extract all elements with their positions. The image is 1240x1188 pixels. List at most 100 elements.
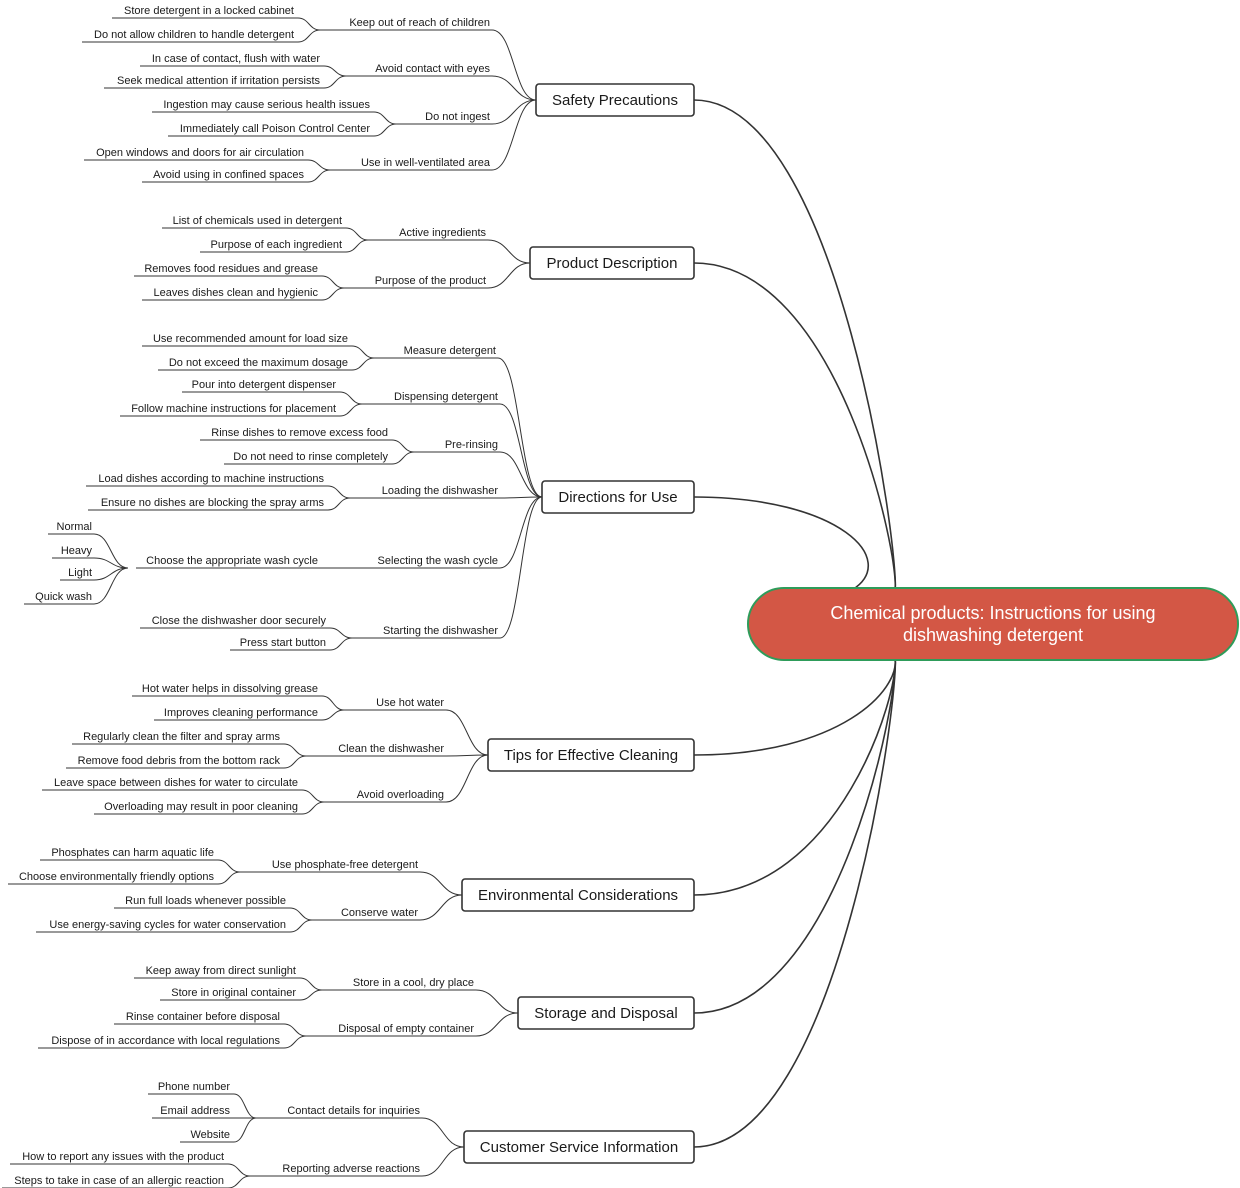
leaf-item: Leave space between dishes for water to … (54, 777, 298, 789)
topic-label: Contact details for inquiries (287, 1105, 420, 1117)
leaf-item: Choose environmentally friendly options (19, 871, 215, 883)
topic-connector (491, 99, 537, 171)
branch-node-environmental-considerations[interactable] (461, 878, 695, 912)
leaf-item: Close the dishwasher door securely (152, 615, 327, 627)
leaf-item: Avoid using in confined spaces (153, 169, 304, 181)
branch-connector (693, 657, 897, 1014)
branch-label: Directions for Use (558, 489, 677, 506)
leaf-item: Choose the appropriate wash cycle (146, 555, 318, 567)
topic-label: Disposal of empty container (338, 1023, 474, 1035)
item-connector (301, 789, 325, 803)
topic-label: Avoid contact with eyes (375, 63, 490, 75)
branch-node-customer-service-information[interactable] (463, 1130, 695, 1164)
leaf-item: Pour into detergent dispenser (192, 379, 337, 391)
leaf-item: Purpose of each ingredient (211, 239, 342, 251)
root-title-line-2: dishwashing detergent (903, 625, 1083, 645)
item-connector (297, 29, 321, 43)
item-connector (339, 403, 363, 417)
leaf-item: Press start button (240, 637, 326, 649)
item-connector (299, 977, 323, 991)
topic-label: Dispensing detergent (394, 391, 498, 403)
topic-connector (421, 1117, 465, 1148)
topic-label: Starting the dishwasher (383, 625, 498, 637)
topic-label: Pre-rinsing (445, 439, 498, 451)
item-connector (323, 75, 347, 89)
branch-label: Customer Service Information (480, 1139, 678, 1156)
leaf-item: Follow machine instructions for placemen… (131, 403, 336, 415)
leaf-item: Removes food residues and grease (144, 263, 318, 275)
leaf-item: Run full loads whenever possible (125, 895, 286, 907)
branch-node-storage-and-disposal[interactable] (517, 996, 695, 1030)
leaf-item: Seek medical attention if irritation per… (117, 75, 320, 87)
leaf-item: Store in original container (171, 987, 296, 999)
item-connector (339, 391, 363, 405)
leaf-item: Hot water helps in dissolving grease (142, 683, 318, 695)
item-connector (321, 275, 345, 289)
topic-label: Keep out of reach of children (349, 17, 490, 29)
leaf-item: Overloading may result in poor cleaning (104, 801, 298, 813)
topic-connector (499, 496, 543, 499)
leaf-item: Do not need to rinse completely (233, 451, 388, 463)
leaf-item: Use recommended amount for load size (153, 333, 348, 345)
topic-connector (491, 75, 537, 101)
subitem-connector (93, 533, 129, 569)
leaf-item: Regularly clean the filter and spray arm… (83, 731, 280, 743)
branch-connector (693, 496, 870, 591)
topic-connector (419, 871, 463, 896)
item-connector (321, 709, 345, 721)
branch-node-directions-for-use[interactable] (541, 480, 695, 514)
branch-connector (693, 99, 897, 591)
item-connector (391, 439, 415, 453)
branch-node-tips-for-effective-cleaning[interactable] (487, 738, 695, 772)
topic-connector (445, 709, 489, 756)
item-connector (307, 159, 331, 171)
topic-label: Conserve water (341, 907, 418, 919)
item-connector (321, 695, 345, 711)
leaf-item: List of chemicals used in detergent (173, 215, 342, 227)
item-connector (323, 65, 347, 77)
item-connector (329, 637, 353, 651)
leaf-subitem: Normal (57, 521, 92, 533)
topic-label: Selecting the wash cycle (378, 555, 498, 567)
item-connector (283, 1023, 307, 1037)
item-connector (233, 1117, 257, 1143)
branch-label: Storage and Disposal (534, 1005, 677, 1022)
leaf-item: How to report any issues with the produc… (22, 1151, 224, 1163)
branch-label: Environmental Considerations (478, 887, 678, 904)
branch-label: Product Description (547, 255, 678, 272)
leaf-item: Immediately call Poison Control Center (180, 123, 370, 135)
branch-connector (693, 262, 897, 591)
item-connector (321, 287, 345, 301)
topic-connector (421, 1146, 465, 1177)
topic-label: Do not ingest (425, 111, 490, 123)
root-title-line-1: Chemical products: Instructions for usin… (830, 603, 1155, 623)
topic-label: Clean the dishwasher (338, 743, 444, 755)
leaf-item: Remove food debris from the bottom rack (78, 755, 281, 767)
item-connector (351, 345, 375, 359)
item-connector (217, 871, 241, 885)
topic-connector (499, 496, 543, 639)
leaf-subitem: Light (68, 567, 92, 579)
topic-connector (475, 1012, 519, 1037)
branch-node-product-description[interactable] (529, 246, 695, 280)
topic-connector (499, 403, 543, 498)
topic-label: Use in well-ventilated area (361, 157, 491, 169)
branch-node-safety-precautions[interactable] (535, 83, 695, 117)
item-connector (283, 1035, 307, 1049)
leaf-item: Rinse dishes to remove excess food (211, 427, 388, 439)
topic-label: Purpose of the product (375, 275, 486, 287)
subitem-connector (93, 567, 129, 605)
root-node[interactable] (747, 587, 1239, 661)
item-connector (289, 907, 313, 921)
item-connector (283, 755, 307, 769)
leaf-item: Dispose of in accordance with local regu… (51, 1035, 280, 1047)
leaf-item: Leaves dishes clean and hygienic (153, 287, 318, 299)
leaf-item: Phosphates can harm aquatic life (51, 847, 214, 859)
topic-connector (499, 451, 543, 498)
item-connector (391, 451, 415, 465)
item-connector (329, 627, 353, 639)
leaf-item: Load dishes according to machine instruc… (98, 473, 324, 485)
topic-label: Active ingredients (399, 227, 486, 239)
item-connector (351, 357, 375, 371)
